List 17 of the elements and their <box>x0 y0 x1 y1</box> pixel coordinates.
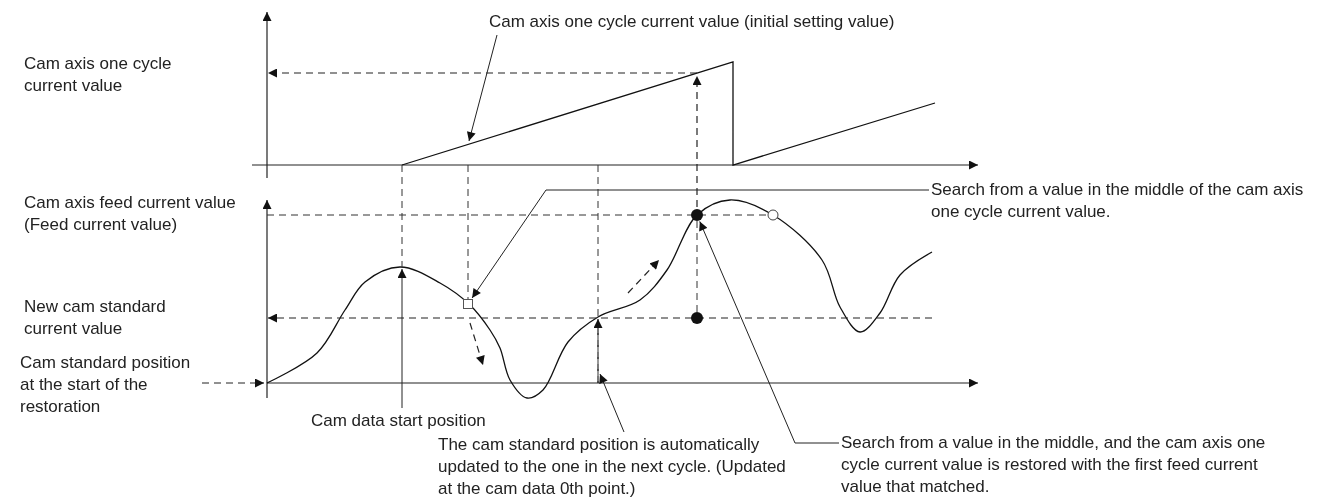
leader-line <box>397 268 407 409</box>
callout-text: The cam standard position is automatically updated to the one in the next cycle. (Updated at the cam data 0th point.) <box>438 434 787 500</box>
callout-text: Search from a value in the middle, and the cam axis one cycle current value is restored with the first feed current value that matched. <box>841 432 1267 498</box>
callout-text: Cam standard position at the start of the restoration <box>20 352 192 418</box>
callout-text: Cam axis one cycle current value (initial setting value) <box>489 11 895 33</box>
leader-line <box>466 34 498 142</box>
leader-line <box>471 189 930 299</box>
point-marker <box>691 209 703 221</box>
axis-label: Cam axis one cycle current value <box>24 53 173 97</box>
leader-line <box>201 378 265 388</box>
axis-label: New cam standard current value <box>24 296 167 340</box>
callout-text: Cam data start position <box>311 410 486 432</box>
leader-line <box>599 373 625 433</box>
axis-label: Cam axis feed current value (Feed current value) <box>24 192 237 236</box>
callout-text: Search from a value in the middle of the cam axis one cycle current value. <box>931 179 1305 223</box>
square-marker <box>463 299 473 309</box>
leader-line <box>699 220 840 444</box>
